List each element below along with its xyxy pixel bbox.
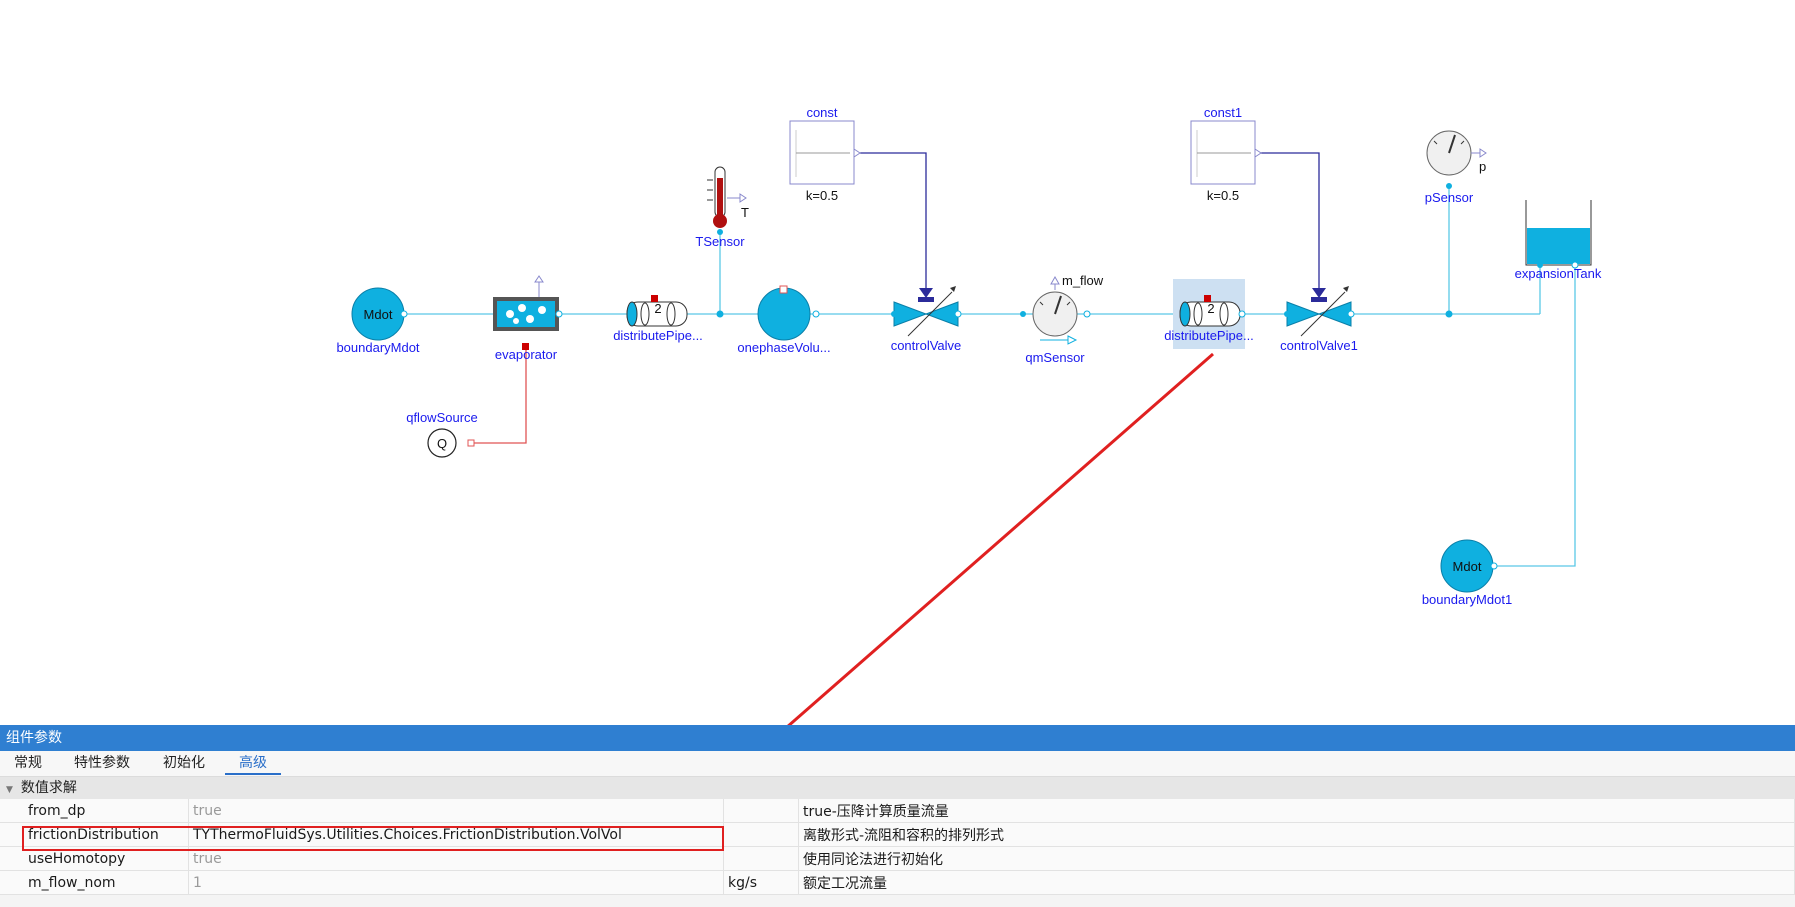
const1-label: const1 [1204, 105, 1242, 120]
distribute-pipe-1-component[interactable]: 2 distributePipe... [613, 295, 703, 343]
heat-flow-wire [472, 345, 527, 444]
table-row[interactable]: useHomotopy true 使用同论法进行初始化 [0, 846, 1795, 871]
table-row[interactable]: frictionDistribution TYThermoFluidSys.Ut… [0, 822, 1795, 847]
panel-title: 组件参数 [0, 725, 1795, 751]
annotation-arrow [787, 352, 1214, 725]
tab-general[interactable]: 常规 [14, 755, 42, 771]
group-label: 数值求解 [20, 780, 77, 796]
qflow-source-component[interactable]: Q qflowSource [406, 410, 478, 458]
const1-param: k=0.5 [1207, 188, 1239, 203]
distribute-pipe-2-label: distributePipe... [1164, 328, 1254, 343]
boundary-mdot-label: boundaryMdot [336, 340, 419, 355]
p-sensor-port: p [1479, 159, 1486, 174]
tab-properties[interactable]: 特性参数 [74, 755, 130, 771]
control-valve-1-label: controlValve1 [1280, 338, 1358, 353]
evaporator-component[interactable]: evaporator [493, 275, 563, 362]
boundary-mdot-1-text: Mdot [1453, 559, 1482, 574]
param-value-input[interactable]: true [188, 799, 724, 823]
boundary-mdot-1-component[interactable]: Mdot boundaryMdot1 [1422, 539, 1512, 607]
const-label: const [806, 105, 837, 120]
tab-initialization[interactable]: 初始化 [163, 755, 205, 771]
component-parameters-panel: 组件参数 常规 特性参数 初始化 高级 ▼ 数值求解 from_dp true t… [0, 725, 1795, 907]
param-description: 使用同论法进行初始化 [798, 846, 1795, 871]
p-sensor-component[interactable]: p pSensor [1425, 130, 1487, 318]
param-unit [723, 799, 799, 823]
t-sensor-label: TSensor [695, 234, 745, 249]
collapse-triangle-icon[interactable]: ▼ [6, 785, 13, 795]
group-numerical-solution[interactable]: ▼ 数值求解 [0, 777, 1795, 799]
expansion-tank-component[interactable]: expansionTank [1515, 200, 1602, 281]
control-valve-1-component[interactable]: controlValve1 [1280, 286, 1358, 353]
pipe-1-number: 2 [654, 301, 661, 316]
parameter-table: from_dp true true-压降计算质量流量 frictionDistr… [0, 799, 1795, 895]
param-value-input[interactable]: true [188, 846, 724, 871]
tank-outlet-wire [1495, 265, 1576, 567]
qm-sensor-component[interactable]: m_flow qmSensor [1020, 273, 1104, 365]
param-description: true-压降计算质量流量 [798, 799, 1795, 823]
const-signal-wire [860, 152, 927, 290]
boundary-mdot-component[interactable]: Mdot boundaryMdot [336, 287, 420, 355]
param-description: 额定工况流量 [798, 870, 1795, 895]
qm-sensor-label: qmSensor [1025, 350, 1085, 365]
boundary-mdot-1-label: boundaryMdot1 [1422, 592, 1512, 607]
onephase-volume-component[interactable]: onephaseVolu... [737, 285, 831, 355]
param-name: frictionDistribution [26, 822, 189, 847]
control-valve-label: controlValve [891, 338, 962, 353]
t-sensor-port: T [741, 205, 749, 220]
t-sensor-component[interactable]: T TSensor [695, 166, 749, 318]
param-name: from_dp [26, 799, 189, 823]
boundary-mdot-text: Mdot [364, 307, 393, 322]
pipe-2-number: 2 [1207, 301, 1214, 316]
evaporator-label: evaporator [495, 347, 558, 362]
param-unit [723, 822, 799, 847]
tab-advanced[interactable]: 高级 [225, 751, 281, 775]
param-name: useHomotopy [26, 846, 189, 871]
param-description: 离散形式-流阻和容积的排列形式 [798, 822, 1795, 847]
control-valve-component[interactable]: controlValve [891, 286, 962, 353]
qflow-source-text: Q [437, 436, 447, 451]
qflow-source-label: qflowSource [406, 410, 478, 425]
param-unit [723, 846, 799, 871]
const1-block[interactable]: const1 k=0.5 [1190, 105, 1262, 203]
param-value-input[interactable]: TYThermoFluidSys.Utilities.Choices.Frict… [188, 822, 724, 847]
param-value-input[interactable]: 1 [188, 870, 724, 895]
onephase-volume-label: onephaseVolu... [737, 340, 830, 355]
const-block[interactable]: const k=0.5 [789, 105, 861, 203]
const1-signal-wire [1260, 152, 1320, 290]
const-param: k=0.5 [806, 188, 838, 203]
distribute-pipe-1-label: distributePipe... [613, 328, 703, 343]
model-diagram-canvas[interactable]: Mdot boundaryMdot evaporator Q qflowSour… [0, 0, 1795, 725]
p-sensor-label: pSensor [1425, 190, 1474, 205]
table-row[interactable]: from_dp true true-压降计算质量流量 [0, 799, 1795, 823]
expansion-tank-label: expansionTank [1515, 266, 1602, 281]
param-name: m_flow_nom [26, 870, 189, 895]
param-unit: kg/s [723, 870, 799, 895]
table-row[interactable]: m_flow_nom 1 kg/s 额定工况流量 [0, 870, 1795, 895]
qm-sensor-port: m_flow [1062, 273, 1104, 288]
parameter-tabs: 常规 特性参数 初始化 高级 [0, 751, 1795, 777]
distribute-pipe-2-component[interactable]: 2 distributePipe... [1164, 279, 1254, 349]
